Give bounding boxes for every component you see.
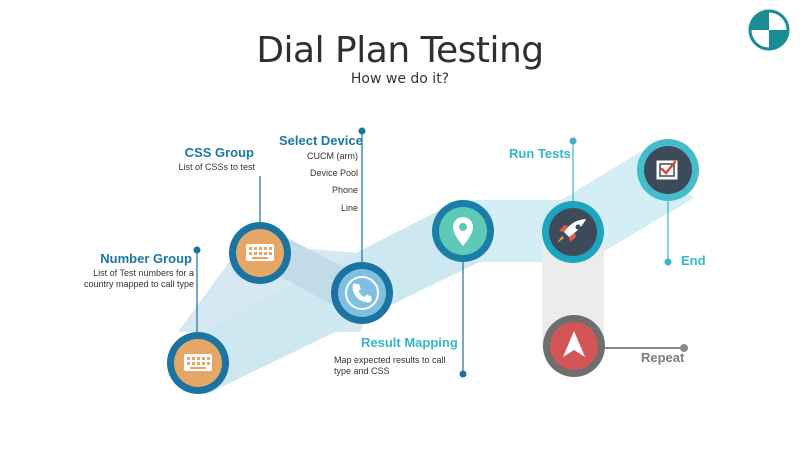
device-item-phone: Phone	[331, 185, 358, 195]
device-item-cucm: CUCM (arm)	[307, 151, 358, 161]
arrow-up-icon	[563, 331, 585, 357]
page-title: Dial Plan Testing	[256, 30, 544, 71]
phone-icon	[345, 276, 379, 310]
page-subtitle: How we do it?	[350, 71, 450, 87]
step-desc-css-group: List of CSSs to test	[178, 162, 255, 172]
node-css-group	[229, 222, 291, 284]
step-label-select-device: Select Device	[279, 133, 363, 148]
step-desc-number-group-2: country mapped to call type	[83, 279, 194, 289]
connector-dot	[459, 370, 467, 378]
device-item-line: Line	[340, 203, 358, 213]
step-label-result-mapping: Result Mapping	[361, 335, 458, 350]
logo	[748, 9, 790, 51]
device-item-device-pool: Device Pool	[309, 168, 358, 178]
step-label-run-tests: Run Tests	[509, 146, 571, 161]
step-label-end: End	[681, 253, 706, 268]
node-repeat	[543, 315, 605, 377]
connector-dot	[358, 127, 366, 135]
node-end	[637, 139, 699, 201]
node-run-tests	[542, 201, 604, 263]
step-desc-result-mapping-1: Map expected results to call	[334, 355, 446, 365]
node-result-mapping	[432, 200, 494, 262]
step-label-number-group: Number Group	[100, 251, 192, 266]
location-pin-icon	[453, 217, 473, 246]
connector-dot	[664, 258, 672, 266]
connector-dot	[680, 344, 688, 352]
connector-dot	[569, 137, 577, 145]
checkbox-icon	[656, 160, 678, 180]
node-select-device	[331, 262, 393, 324]
keyboard-icon	[184, 354, 212, 371]
step-label-repeat: Repeat	[641, 350, 685, 365]
rocket-icon	[557, 219, 586, 243]
step-label-css-group: CSS Group	[184, 145, 254, 160]
keyboard-icon	[246, 244, 274, 261]
step-desc-number-group-1: List of Test numbers for a	[93, 268, 194, 278]
step-desc-result-mapping-2: type and CSS	[334, 366, 390, 376]
connector-dot	[193, 246, 201, 254]
node-number-group	[167, 332, 229, 394]
